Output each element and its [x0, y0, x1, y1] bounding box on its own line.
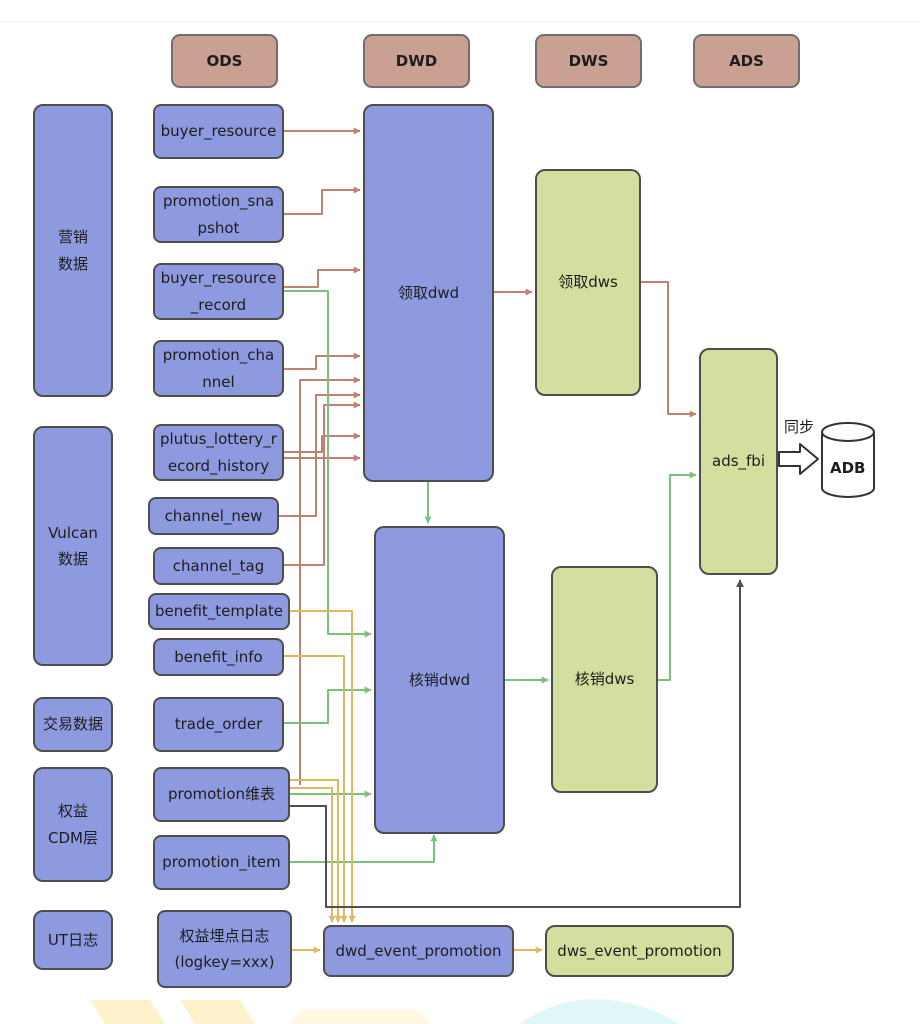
edge-benefit-info-to-event-dwd — [284, 655, 348, 923]
ods-channel-tag: channel_tag — [153, 547, 284, 585]
sync-arrow-icon — [778, 443, 819, 475]
edge-promotion-dim-to-claim-dwd — [299, 376, 361, 785]
edge-trade-order-to-verify-dwd — [284, 686, 372, 724]
ods-benefit-event-log: 权益埋点日志(logkey=xxx) — [157, 910, 292, 988]
ods-buyer-resource: buyer_resource — [153, 104, 284, 159]
sync-label: 同步 — [784, 418, 815, 436]
ods-promotion-dimension: promotion维表 — [153, 767, 290, 822]
edge-promotion-dim-to-event-dwd-b — [290, 787, 336, 923]
edge-benefit-template-to-event-dwd — [290, 610, 356, 923]
ods-promotion-item: promotion_item — [153, 835, 290, 890]
ads-fbi: ads_fbi — [699, 348, 778, 575]
adb-label: ADB — [830, 459, 866, 477]
edge-promotion-dim-to-event-dwd-a — [290, 779, 342, 923]
edge-verify-dws-to-ads-fbi — [658, 471, 697, 681]
ods-benefit-info: benefit_info — [153, 638, 284, 676]
edge-promotion-snapshot-to-claim-dwd — [284, 186, 361, 215]
edge-channel-tag-to-claim-dwd — [284, 401, 361, 566]
dwd-claim: 领取dwd — [363, 104, 494, 482]
edge-promotion-item-to-verify-dwd — [290, 834, 438, 863]
ods-buyer-resource-record: buyer_resource_record — [153, 263, 284, 320]
watermark-decoration — [90, 999, 680, 1024]
edge-claim-dws-to-ads-fbi — [641, 281, 697, 418]
ods-channel-new: channel_new — [148, 497, 279, 535]
edge-promotion-dim-to-ads-fbi — [290, 579, 744, 908]
dws-event-promotion: dws_event_promotion — [545, 925, 734, 977]
ods-benefit-template: benefit_template — [148, 593, 290, 630]
category-ut-log: UT日志 — [33, 910, 113, 970]
edge-plutus-lottery-to-claim-dwd — [284, 432, 361, 453]
edge-channel-new-to-claim-dwd — [279, 391, 361, 517]
edge-buyer-resource-record-to-claim-dwd — [284, 266, 361, 288]
category-trade-data: 交易数据 — [33, 697, 113, 752]
header-dwd: DWD — [363, 34, 470, 88]
adb-database-icon — [821, 422, 875, 498]
ods-trade-order: trade_order — [153, 697, 284, 752]
header-dws: DWS — [535, 34, 642, 88]
dws-verify: 核销dws — [551, 566, 658, 793]
category-marketing-data: 营销数据 — [33, 104, 113, 397]
edge-buyer-resource-record-to-verify-dwd — [284, 290, 372, 638]
dwd-event-promotion: dwd_event_promotion — [323, 925, 514, 977]
header-ads: ADS — [693, 34, 800, 88]
header-ods: ODS — [171, 34, 278, 88]
dwd-verify: 核销dwd — [374, 526, 505, 834]
edge-promotion-channel-to-claim-dwd — [284, 352, 361, 370]
dws-claim: 领取dws — [535, 169, 641, 396]
